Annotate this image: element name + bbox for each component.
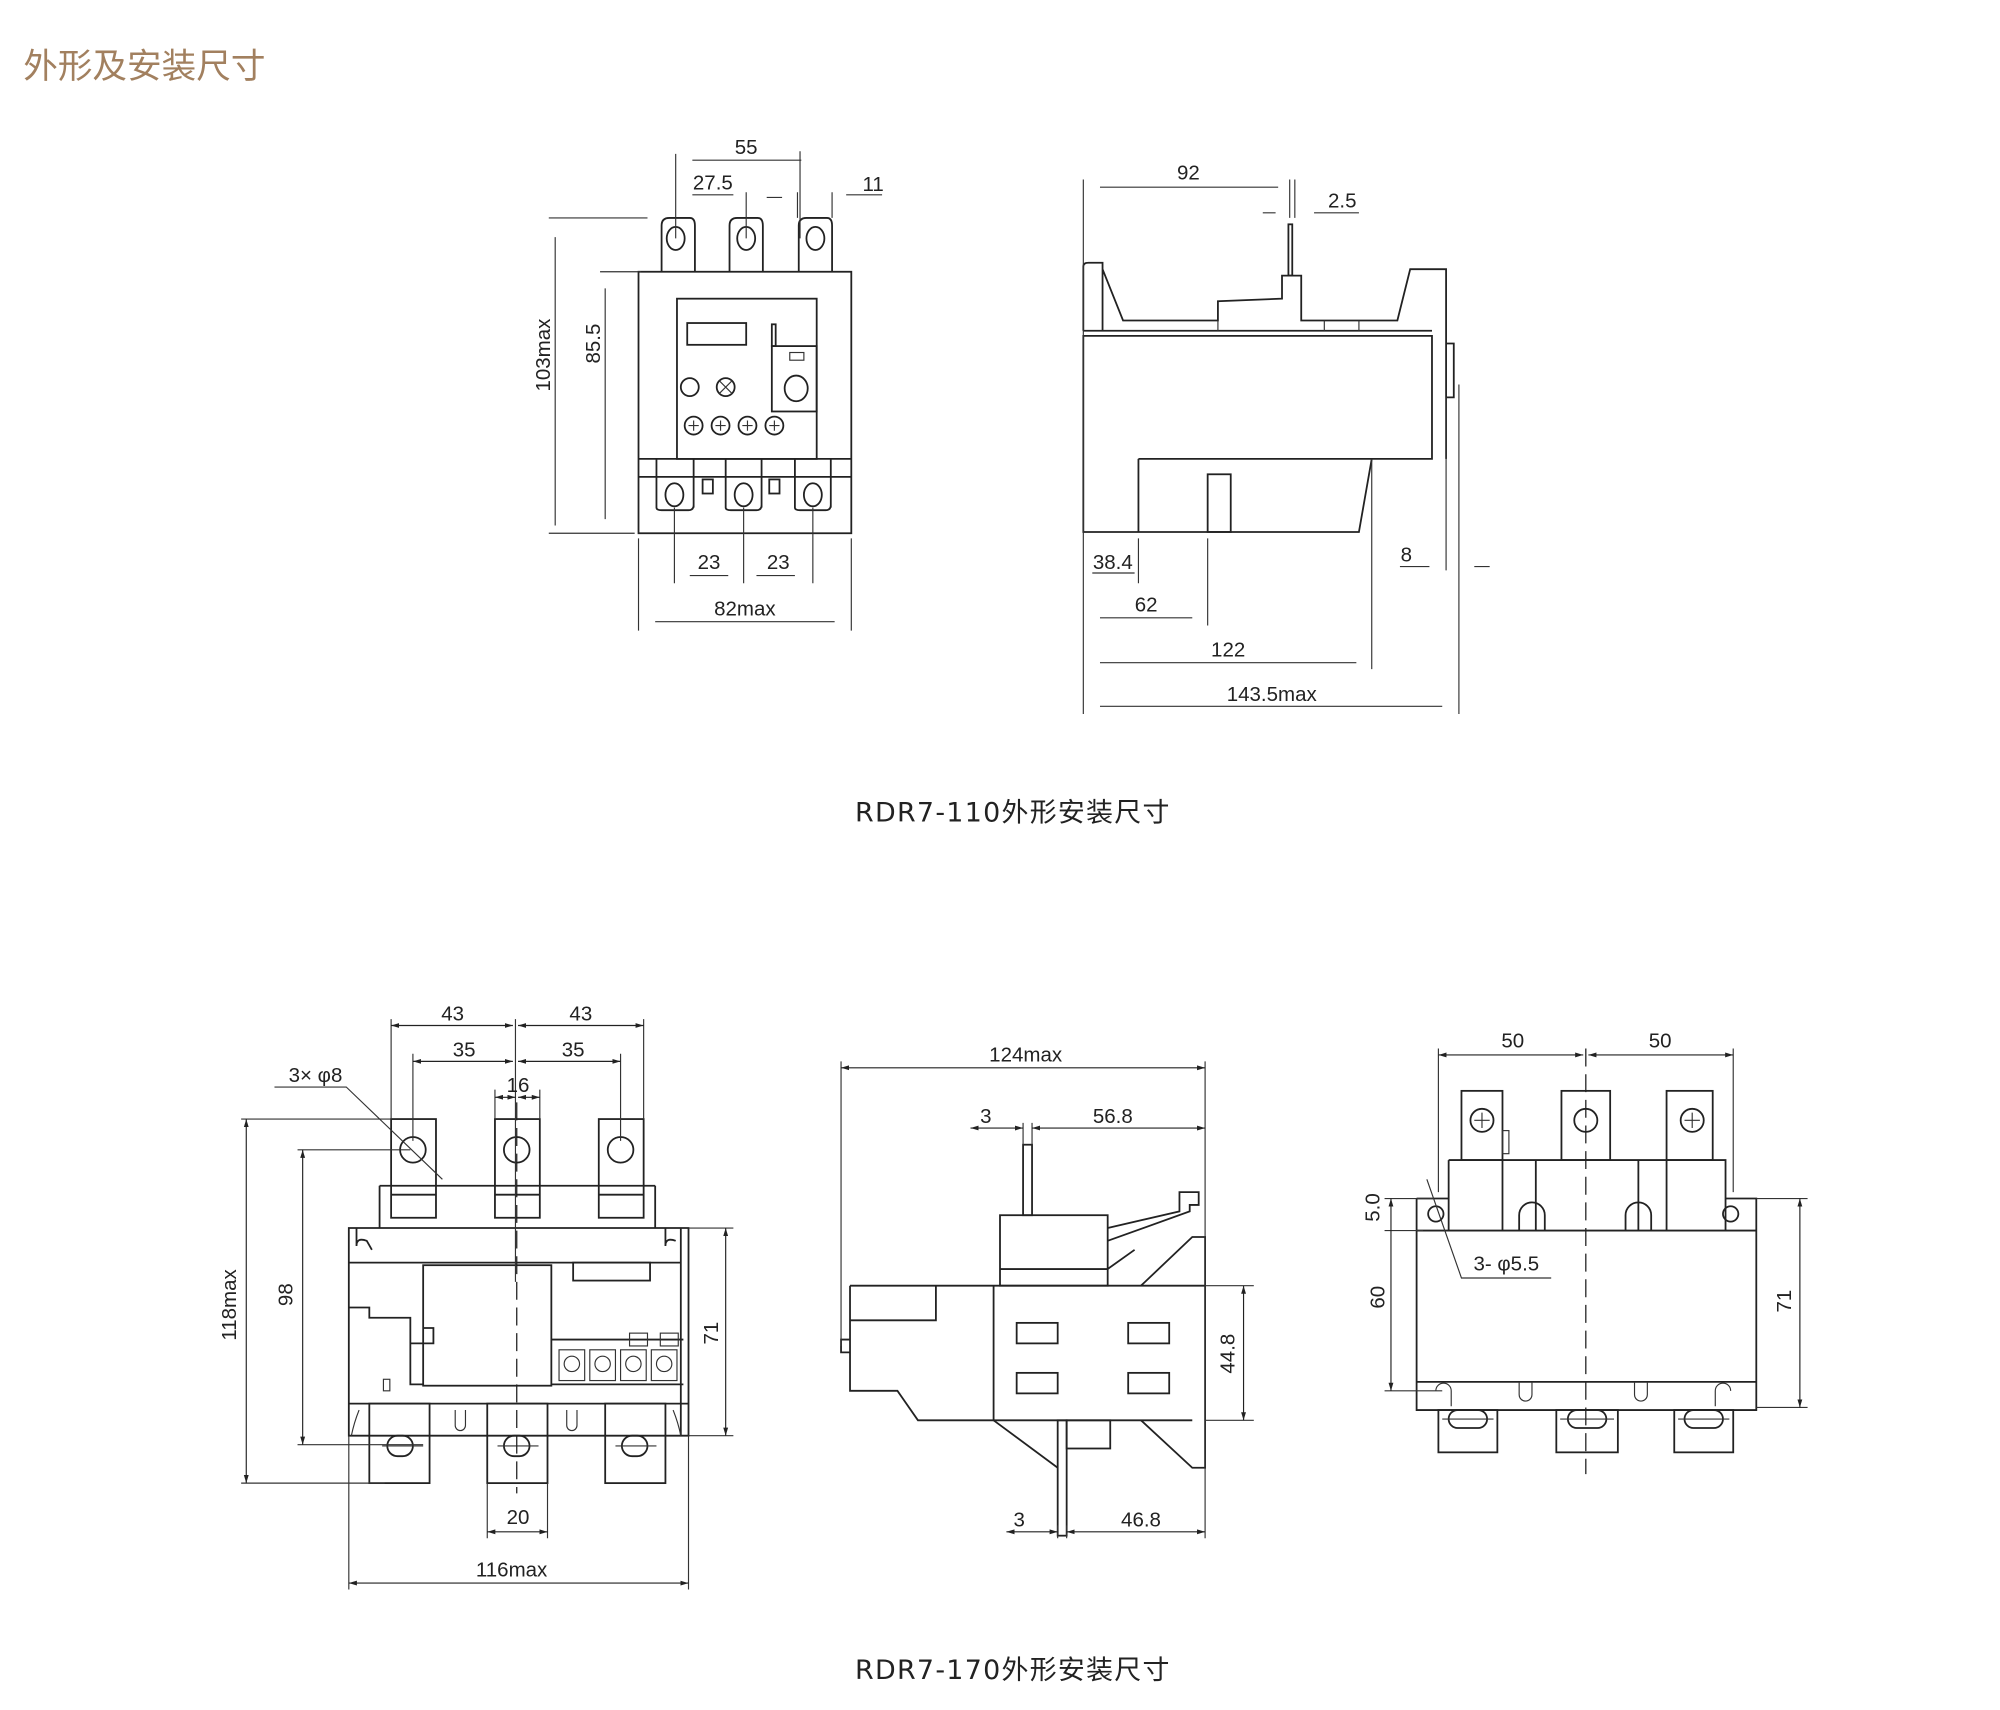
caption-rdr7-170: RDR7-170外形安装尺寸 (855, 1655, 1171, 1686)
dim-5-0: 5.0 (1361, 1193, 1384, 1222)
dim-71: 71 (1773, 1290, 1796, 1313)
dim-50-right: 50 (1649, 1029, 1672, 1052)
rdr7-170-side-view: 124max 3 56.8 44.8 3 46.8 (840, 1043, 1254, 1539)
dim-8: 8 (1401, 543, 1412, 566)
dim-122: 122 (1211, 638, 1245, 661)
dim-23-right: 23 (767, 551, 790, 574)
rdr7-110-front-view: 55 27.5 11 103max 85.5 23 23 82max (532, 136, 884, 631)
dim-38-4: 38.4 (1093, 551, 1133, 574)
dim-35-left: 35 (453, 1038, 476, 1061)
dim-71: 71 (700, 1322, 723, 1345)
dim-44-8: 44.8 (1217, 1334, 1240, 1374)
dim-43-left: 43 (441, 1002, 464, 1025)
dim-98: 98 (274, 1283, 297, 1306)
dim-124max: 124max (989, 1043, 1063, 1066)
terminal-screws (558, 1332, 679, 1382)
dim-143-5max: 143.5max (1227, 683, 1318, 706)
page-title: 外形及安装尺寸 (23, 47, 265, 87)
dim-3-bottom: 3 (1014, 1509, 1025, 1532)
dim-92: 92 (1177, 161, 1200, 184)
adjust-screws (683, 415, 785, 436)
rdr7-110-side-view: 92 2.5 38.4 62 122 143.5max 8 (1082, 161, 1490, 714)
dim-103max: 103max (532, 318, 555, 392)
dim-50-left: 50 (1501, 1029, 1524, 1052)
hole-spec-3-phi5-5: 3- φ5.5 (1473, 1252, 1539, 1275)
dim-116max: 116max (476, 1559, 548, 1582)
hole-spec-3x-phi8: 3× φ8 (289, 1064, 343, 1087)
rdr7-170-mounting-view: 50 50 5.0 60 71 3- φ5.5 (1361, 1029, 1808, 1475)
dim-55: 55 (735, 136, 758, 159)
dim-43-right: 43 (569, 1002, 592, 1025)
dim-62: 62 (1135, 593, 1158, 616)
dim-56-8: 56.8 (1093, 1105, 1133, 1128)
dim-3-top: 3 (980, 1105, 991, 1128)
dim-82max: 82max (714, 597, 776, 620)
dim-46-8: 46.8 (1121, 1509, 1161, 1532)
dim-60: 60 (1367, 1286, 1390, 1309)
rdr7-170-front-view: 43 43 35 35 16 3× φ8 118max 98 71 20 116… (218, 1002, 734, 1590)
dim-23-left: 23 (698, 551, 721, 574)
dim-118max: 118max (218, 1268, 241, 1340)
dim-85-5: 85.5 (582, 324, 605, 364)
dim-35-right: 35 (562, 1038, 585, 1061)
dim-27-5: 27.5 (693, 172, 733, 195)
dim-20: 20 (507, 1506, 530, 1529)
dim-2-5: 2.5 (1328, 190, 1356, 213)
dim-11: 11 (862, 173, 883, 196)
dim-16: 16 (507, 1074, 530, 1097)
caption-rdr7-110: RDR7-110外形安装尺寸 (855, 798, 1171, 829)
